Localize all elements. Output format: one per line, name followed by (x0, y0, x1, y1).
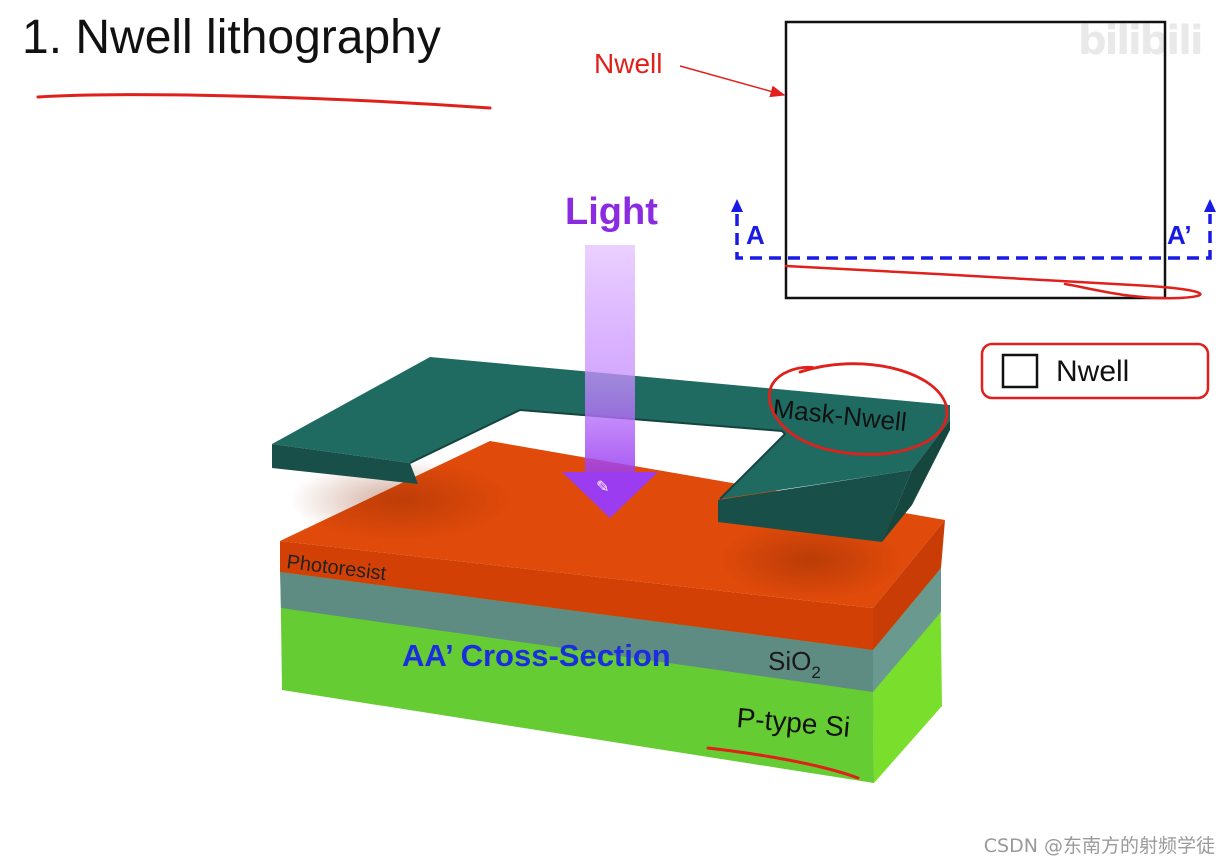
mask-front-left (272, 444, 418, 484)
cut-line-underline (784, 264, 1202, 300)
cut-label-a: A (746, 220, 765, 250)
cut-label-a-prime: A’ (1167, 220, 1192, 250)
nwell-callout-arrow (679, 65, 786, 98)
light-beam (585, 245, 635, 475)
sio2-label-subscript: 2 (811, 663, 820, 682)
cross-section-label: AA’ Cross-Section (402, 638, 671, 673)
legend-swatch (1001, 353, 1039, 389)
mask-inner-edge (409, 408, 787, 500)
sio2-label: SiO2 (768, 646, 821, 682)
legend-box (980, 342, 1210, 400)
mask-label-circle (767, 362, 949, 456)
photoresist-front (280, 541, 873, 650)
cut-arrow-left-icon (731, 199, 743, 212)
mask-shadow-left (290, 460, 510, 540)
substrate-label-underline (706, 746, 860, 780)
sio2-label-main: SiO (768, 646, 811, 676)
cut-arrow-right-icon (1204, 199, 1216, 212)
sio2-side (873, 568, 941, 692)
light-label: Light (565, 191, 658, 233)
mask-top (272, 357, 950, 499)
nwell-callout-label: Nwell (594, 48, 662, 79)
photoresist-side (873, 520, 945, 650)
cut-line-aa (735, 214, 1212, 260)
light-arrow-head-icon (562, 472, 658, 518)
mask-side-right (882, 420, 950, 542)
layout-nwell-rect (784, 20, 1167, 300)
legend-label: Nwell (1056, 355, 1129, 388)
title-underline (36, 93, 492, 110)
mask-shadow-right (720, 520, 900, 600)
sio2-front (280, 572, 873, 692)
watermark: CSDN @东南方的射频学徒 (983, 835, 1215, 857)
pencil-cursor-icon: ✎ (596, 477, 609, 496)
mask-front-right (718, 470, 912, 542)
bilibili-logo: bilibili (1078, 18, 1204, 64)
page-title: 1. Nwell lithography (22, 11, 441, 64)
